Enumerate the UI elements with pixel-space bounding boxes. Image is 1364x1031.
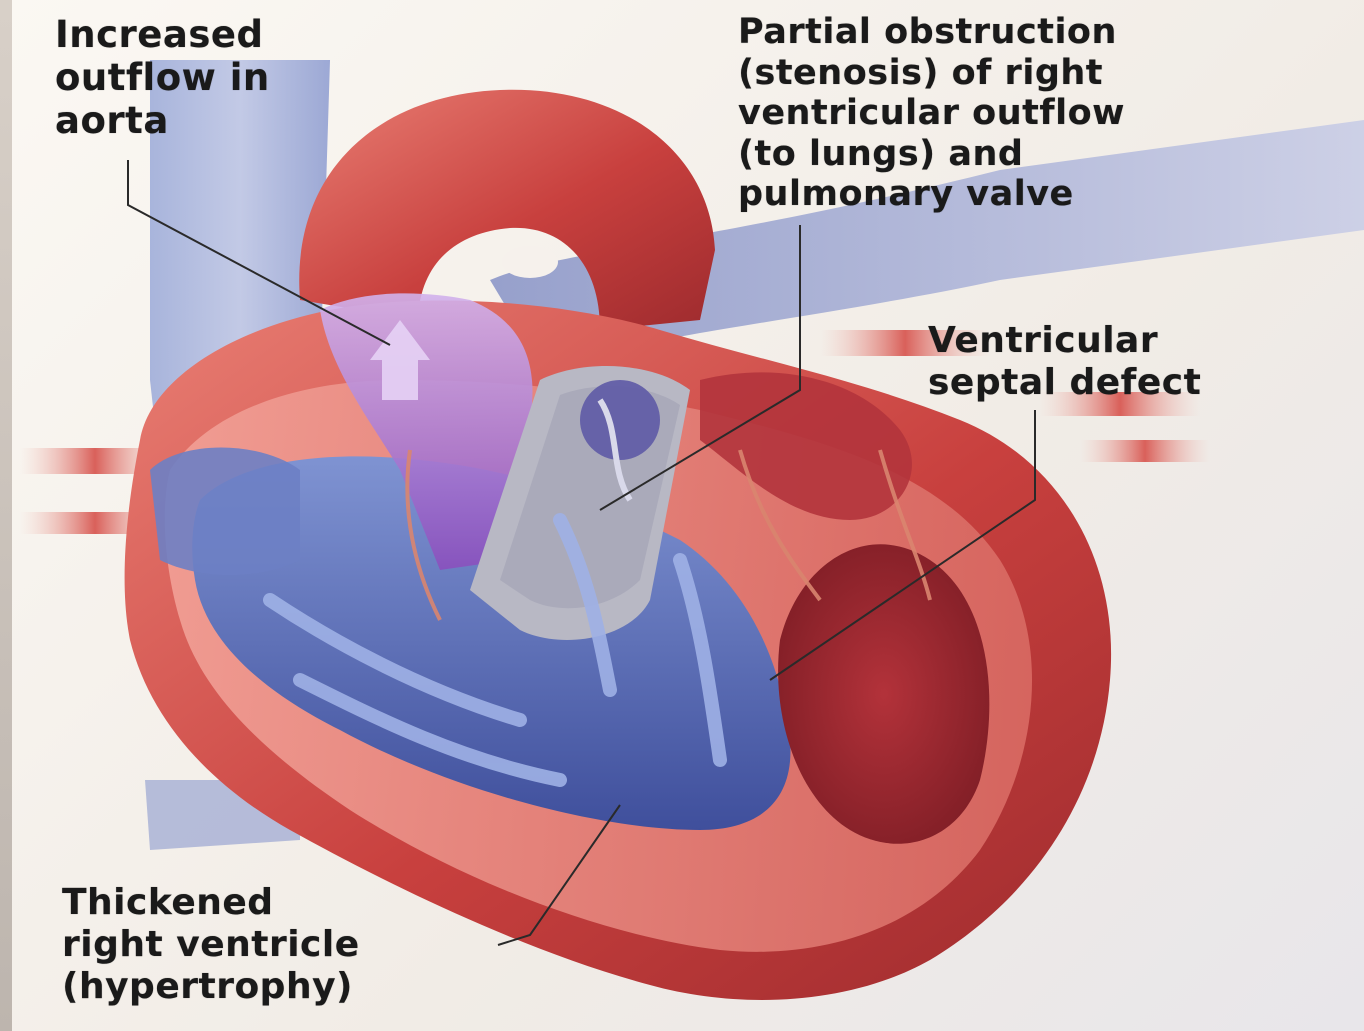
label-ventricular-septal-defect: Ventricular septal defect bbox=[928, 320, 1201, 404]
label-aorta-outflow: Increased outflow in aorta bbox=[55, 14, 270, 143]
label-right-ventricular-hypertrophy: Thickened right ventricle (hypertrophy) bbox=[62, 882, 360, 1007]
label-pulmonary-stenosis: Partial obstruction (stenosis) of right … bbox=[738, 12, 1125, 215]
